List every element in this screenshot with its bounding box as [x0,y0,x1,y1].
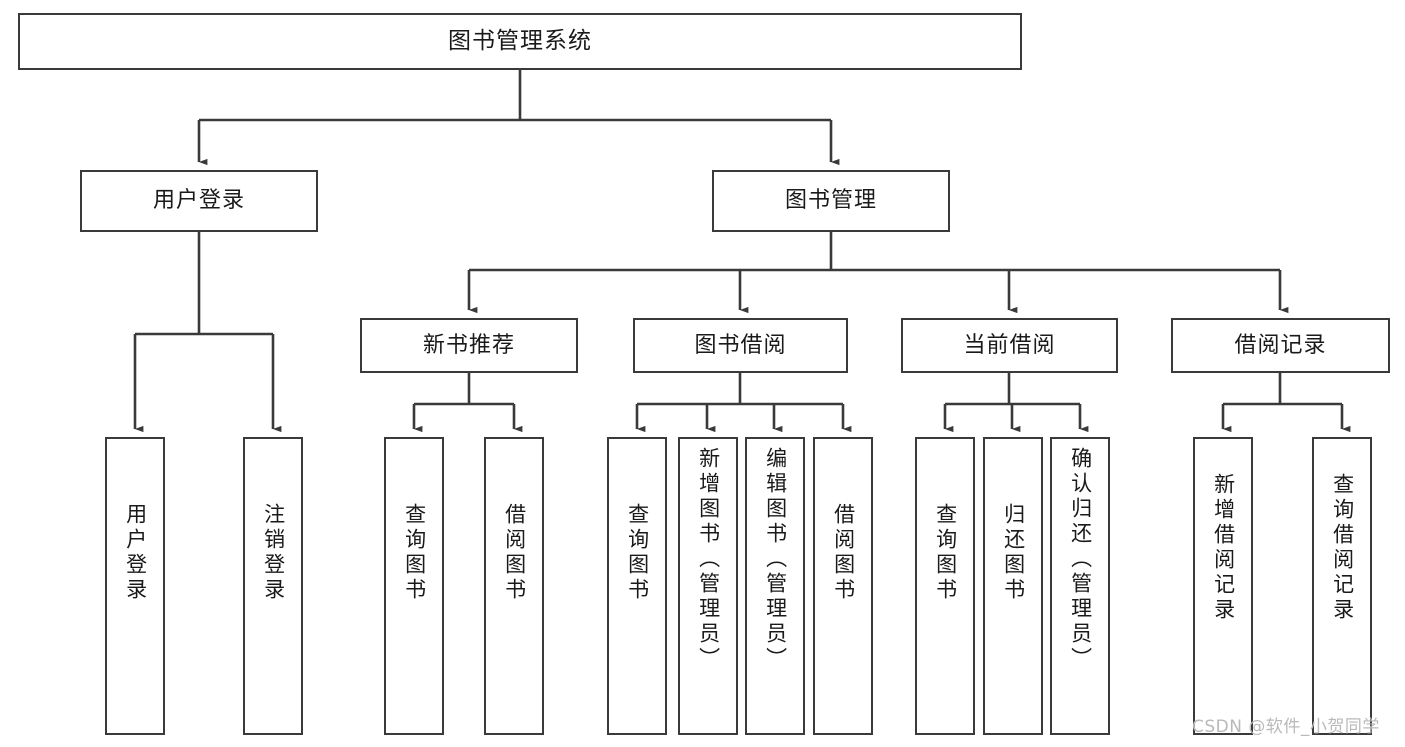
node-current-borrow-label: 当前借阅 [963,332,1056,358]
node-leaf-edit-book-admin[interactable]: 编辑图书（管理员） [745,437,805,735]
node-leaf-user-login[interactable]: 用户登录 [105,437,165,735]
node-new-book-recommend-label: 新书推荐 [422,332,515,358]
node-leaf-confirm-return-admin[interactable]: 确认归还（管理员） [1050,437,1110,735]
node-leaf-borrow-book-1[interactable]: 借阅图书 [484,437,544,735]
node-root-system[interactable]: 图书管理系统 [18,13,1022,70]
node-leaf-borrow-book-2-label: 借阅图书 [831,503,856,603]
node-current-borrow[interactable]: 当前借阅 [901,318,1118,373]
node-book-borrow[interactable]: 图书借阅 [633,318,848,373]
node-leaf-confirm-return-admin-label: 确认归还（管理员） [1068,447,1093,672]
node-book-borrow-label: 图书借阅 [694,332,787,358]
node-leaf-add-book-admin-label: 新增图书（管理员） [696,447,721,672]
node-leaf-query-book-2[interactable]: 查询图书 [607,437,667,735]
node-user-login[interactable]: 用户登录 [80,170,318,232]
node-leaf-return-book-label: 归还图书 [1001,503,1026,603]
node-leaf-query-borrow-record[interactable]: 查询借阅记录 [1312,437,1372,735]
node-leaf-logout-login[interactable]: 注销登录 [243,437,303,735]
csdn-watermark: CSDN @软件_小贺同学 [1192,717,1380,737]
node-leaf-borrow-book-2[interactable]: 借阅图书 [813,437,873,735]
node-book-manage-label: 图书管理 [784,188,877,214]
node-leaf-query-book-1[interactable]: 查询图书 [384,437,444,735]
node-root-label: 图书管理系统 [448,27,592,54]
node-borrow-record[interactable]: 借阅记录 [1171,318,1390,373]
node-user-login-label: 用户登录 [152,188,245,214]
node-leaf-add-book-admin[interactable]: 新增图书（管理员） [678,437,738,735]
node-book-manage[interactable]: 图书管理 [712,170,950,232]
node-leaf-query-book-3-label: 查询图书 [933,503,958,603]
node-leaf-user-login-label: 用户登录 [123,503,148,603]
node-leaf-query-book-2-label: 查询图书 [625,503,650,603]
node-leaf-logout-login-label: 注销登录 [261,503,286,603]
node-leaf-query-book-3[interactable]: 查询图书 [915,437,975,735]
node-leaf-query-book-1-label: 查询图书 [402,503,427,603]
node-borrow-record-label: 借阅记录 [1234,332,1327,358]
node-leaf-return-book[interactable]: 归还图书 [983,437,1043,735]
node-leaf-edit-book-admin-label: 编辑图书（管理员） [763,447,788,672]
node-leaf-query-borrow-record-label: 查询借阅记录 [1330,473,1355,623]
node-leaf-add-borrow-record-label: 新增借阅记录 [1211,473,1236,623]
node-leaf-borrow-book-1-label: 借阅图书 [502,503,527,603]
node-leaf-add-borrow-record[interactable]: 新增借阅记录 [1193,437,1253,735]
node-new-book-recommend[interactable]: 新书推荐 [360,318,578,373]
